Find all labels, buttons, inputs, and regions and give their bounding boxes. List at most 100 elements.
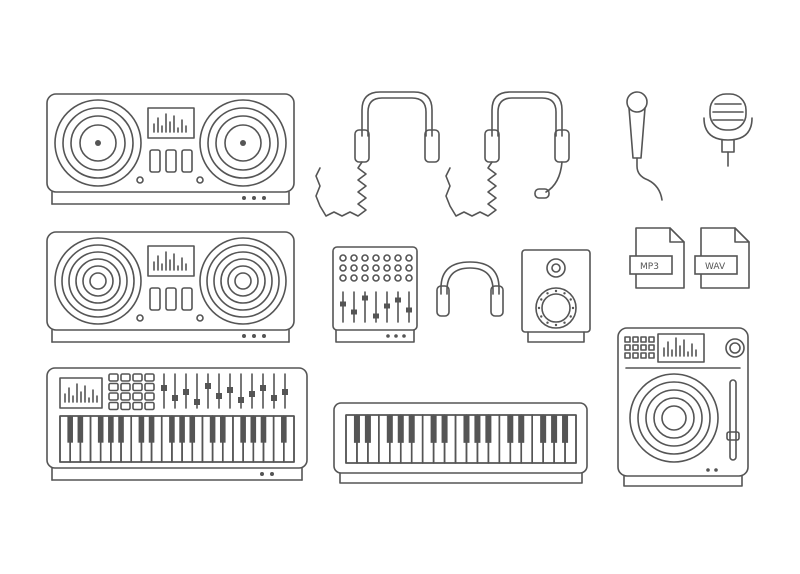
sampler-button [624,352,631,359]
mixer-knob [339,254,347,262]
midi-fader-knob [183,389,189,395]
speaker-hole [571,306,575,310]
midi-black-key [189,416,196,443]
midi-black-key [240,416,246,443]
sampler-button [632,336,639,343]
midi-pad [108,382,119,392]
midi-black-key [138,416,145,443]
mixer-knob [394,274,402,282]
speaker-hole [554,289,558,293]
piano-black-key [562,415,569,443]
midi-fader-knob [216,393,222,399]
midi-black-key [97,416,104,443]
midi-fader-knob [271,395,277,401]
mixer-knob [372,274,380,282]
mixer-knob [350,264,358,272]
coiled-cable [445,161,497,217]
sampler-button [648,344,655,351]
midi-pad [144,373,155,382]
speaker-hole [546,292,549,295]
midi-black-key [108,416,114,443]
mixer-knob [405,254,413,262]
sampler-button [640,352,647,359]
wav-label: WAV [705,262,726,272]
mixer-knob [339,264,347,272]
midi-black-key [67,416,73,443]
sampler-button [648,336,655,343]
mixer-knob [383,264,391,272]
mixer-fader-knob [384,303,390,309]
piano-black-key [540,415,547,443]
mixer-fader-knob [351,309,357,315]
midi-fader-knob [172,395,178,401]
midi-pad [144,401,155,411]
piano-black-key [441,415,448,443]
midi-black-key [209,416,216,443]
headset-microphone-icon [445,91,570,217]
midi-black-key [281,416,287,443]
mixer-knob [405,274,413,282]
piano-black-key [430,415,437,443]
mixer-fader-knob [395,297,401,303]
speaker-hole [540,298,543,301]
piano-black-key [551,415,558,443]
sampler-button [632,344,639,351]
coiled-cable [315,161,367,217]
midi-pad [120,392,131,401]
studio-speaker-icon [521,249,591,343]
midi-pad [120,401,131,411]
mixer-knob [394,254,402,262]
speaker-hole [563,292,566,295]
speaker-hole [563,321,566,324]
retro-microphone-icon [703,93,753,167]
midi-pad [108,401,119,411]
piano-black-key [364,415,371,443]
mixer-knob [394,264,402,272]
headphones-icon [436,261,504,317]
mp3-label: MP3 [640,262,659,272]
mixer-knob [361,254,369,262]
midi-black-key [219,416,226,443]
sampler-button [640,344,647,351]
mixer-knob [372,264,380,272]
midi-black-key [77,416,84,443]
midi-black-key [179,416,185,443]
dj-controller-vinyl-icon [46,93,295,205]
midi-fader-knob [205,383,211,389]
speaker-hole [569,315,572,318]
midi-black-key [250,416,257,443]
midi-pad [132,401,143,411]
speaker-hole [537,306,541,310]
midi-fader-knob [161,385,167,391]
mixer-knob [383,274,391,282]
mixer-knob [361,274,369,282]
midi-pad [120,373,131,382]
midi-black-key [169,416,175,443]
midi-pad [132,392,143,401]
speaker-hole [569,298,572,301]
mixer-fader-knob [406,307,412,313]
midi-pad [132,382,143,392]
piano-black-key [353,415,360,443]
midi-fader-knob [238,397,244,403]
piano-black-key [474,415,481,443]
piano-black-key [397,415,404,443]
handheld-microphone-icon [626,91,663,201]
midi-fader-knob [282,389,288,395]
piano-black-key [518,415,525,443]
midi-pad [132,373,143,382]
sampler-button [624,344,631,351]
piano-black-key [463,415,470,443]
wav-file-icon: WAV [694,227,750,289]
mixer-knob [350,274,358,282]
turntable-sampler-icon [617,327,749,487]
midi-fader-knob [249,391,255,397]
sampler-button [648,352,655,359]
mixer-knob [339,274,347,282]
speaker-hole [546,321,549,324]
mixer-fader-knob [340,301,346,307]
mixer-fader-knob [362,295,368,301]
midi-fader-knob [227,387,233,393]
midi-black-key [148,416,155,443]
